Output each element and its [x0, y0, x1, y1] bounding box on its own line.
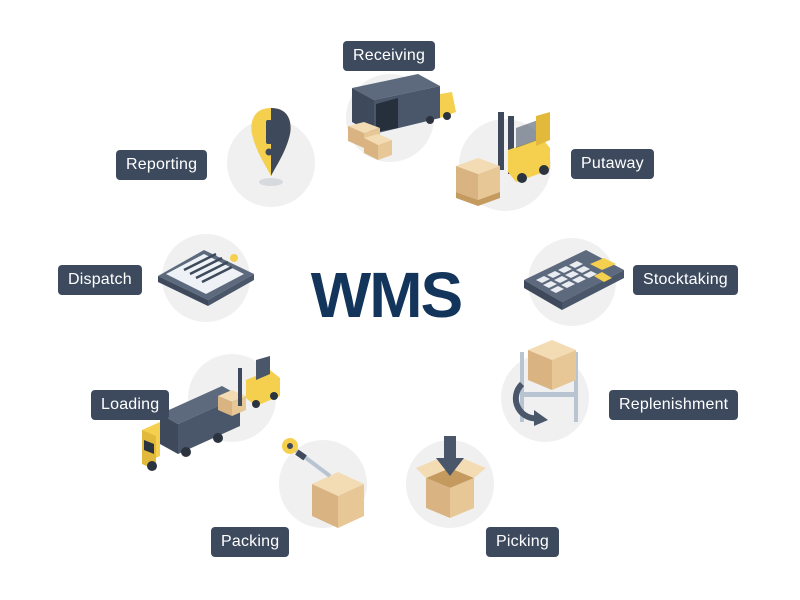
truck-forklift-icon [142, 356, 280, 471]
label-packing: Packing [211, 527, 290, 557]
alert-pin-icon [251, 108, 291, 186]
label-dispatch: Dispatch [58, 265, 142, 295]
rack-refresh-icon [512, 340, 578, 426]
label-loading: Loading [91, 390, 170, 420]
calculator-icon [524, 250, 624, 310]
label-putaway: Putaway [571, 149, 654, 179]
label-stocktaking: Stocktaking [633, 265, 738, 295]
label-receiving: Receiving [343, 41, 436, 71]
label-replenishment: Replenishment [609, 390, 739, 420]
forklift-icon [456, 112, 550, 206]
label-picking: Picking [486, 527, 559, 557]
open-box-arrow-icon [416, 436, 486, 518]
tablet-document-icon [158, 250, 254, 306]
label-reporting: Reporting [116, 150, 208, 180]
delivery-truck-icon [348, 74, 456, 160]
tape-box-icon [282, 438, 364, 528]
wms-title: WMS [310, 259, 463, 331]
